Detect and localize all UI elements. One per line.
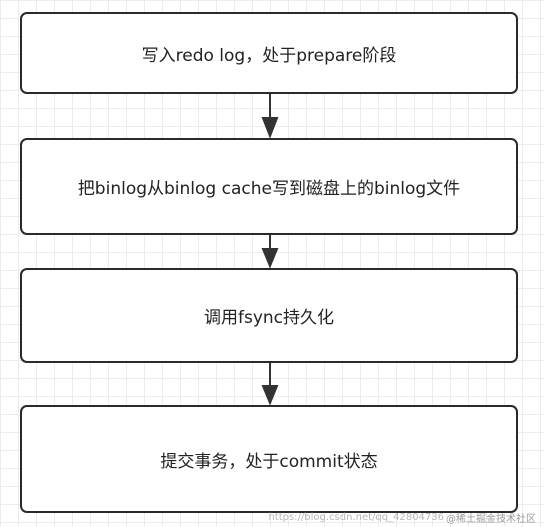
step-box-commit: 提交事务，处于commit状态	[20, 405, 518, 513]
step-box-write-redo-log: 写入redo log，处于prepare阶段	[20, 12, 518, 94]
step-label: 提交事务，处于commit状态	[160, 451, 378, 472]
community-badge: @稀土掘金技术社区	[446, 514, 536, 525]
url-watermark: https://blog.csdn.net/qq_42804736	[268, 512, 444, 523]
arrow-2-head	[261, 248, 279, 269]
arrow-1-head	[261, 117, 279, 139]
step-label: 调用fsync持久化	[203, 308, 335, 328]
step-box-write-binlog: 把binlog从binlog cache写到磁盘上的binlog文件	[20, 138, 518, 235]
step-label: 写入redo log，处于prepare阶段	[141, 45, 397, 66]
step-box-fsync: 调用fsync持久化	[20, 268, 518, 363]
step-label: 把binlog从binlog cache写到磁盘上的binlog文件	[77, 179, 461, 199]
arrow-3-head	[261, 385, 279, 406]
